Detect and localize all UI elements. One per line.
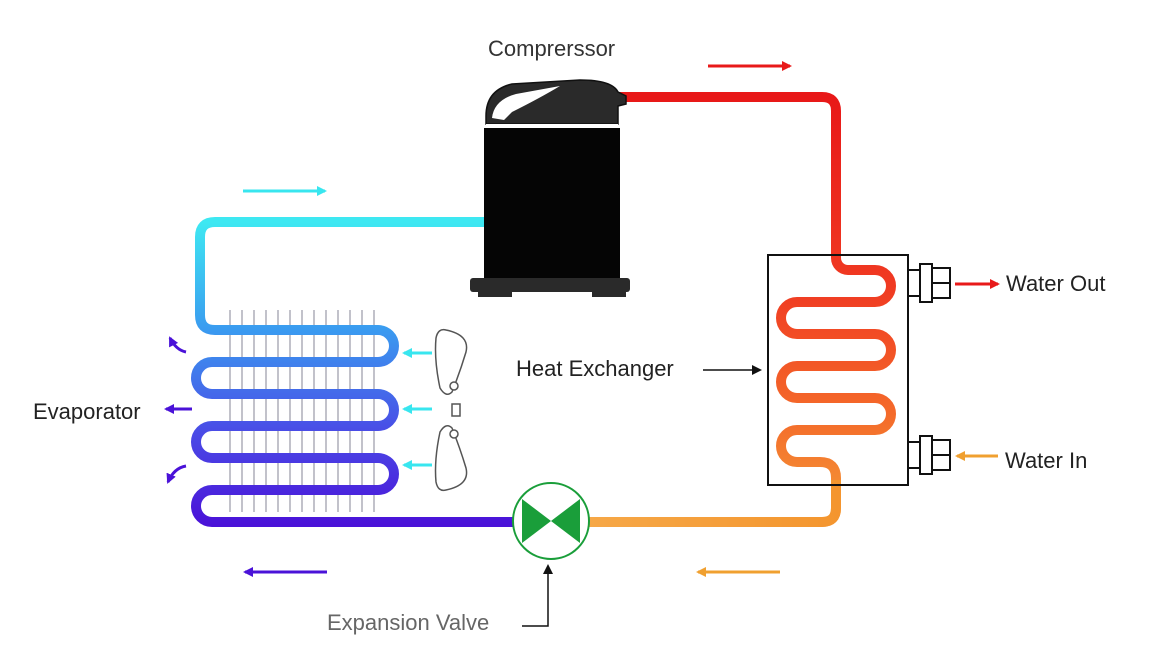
air-in-arrows (402, 348, 432, 470)
expansion-valve (512, 482, 590, 560)
air-out-arrows (164, 336, 192, 484)
heat-exchanger-label: Heat Exchanger (516, 356, 674, 381)
evaporator-fins (229, 310, 375, 512)
compressor-label: Comprerssor (488, 36, 616, 61)
evaporator-label: Evaporator (33, 399, 141, 424)
water-out-connector (907, 263, 951, 303)
water-in-connector (907, 435, 951, 475)
water-out-label: Water Out (1006, 271, 1106, 296)
expansion-valve-label: Expansion Valve (327, 610, 490, 635)
expansion-valve-leader (522, 564, 553, 627)
fan-icon (434, 328, 468, 492)
evaporator-coil (191, 217, 515, 527)
water-in-label: Water In (1005, 448, 1088, 473)
condenser-coil (586, 92, 896, 527)
compressor (470, 79, 630, 297)
heat-exchanger-box (767, 254, 909, 486)
liquid-line (586, 480, 841, 527)
